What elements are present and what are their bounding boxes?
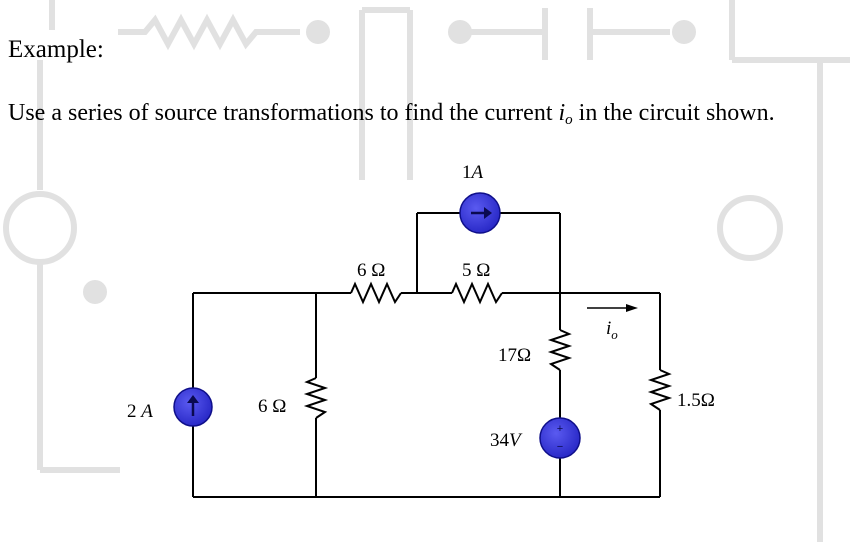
resistor-top-right	[451, 281, 503, 305]
label-resistor-middle: 17Ω	[498, 345, 531, 366]
label-resistor-left-shunt: 6 Ω	[258, 396, 286, 417]
problem-text-after: in the circuit shown.	[578, 100, 775, 126]
problem-statement: Use a series of source transformations t…	[8, 98, 832, 135]
current-arrow	[587, 304, 638, 312]
resistor-load	[647, 369, 673, 411]
resistor-middle	[547, 329, 573, 371]
label-voltage-source: 34V	[490, 430, 523, 451]
label-resistor-top-right: 5 Ω	[462, 260, 490, 281]
label-resistor-load: 1.5Ω	[677, 390, 715, 411]
current-variable: io	[558, 100, 573, 128]
problem-text-before: Use a series of source transformations t…	[8, 100, 553, 126]
svg-text:+: +	[557, 423, 563, 435]
current-source-left	[173, 387, 213, 427]
label-current: io	[606, 318, 618, 342]
resistor-top-left	[350, 281, 402, 305]
label-resistor-top-left: 6 Ω	[357, 260, 385, 281]
svg-text:−: −	[557, 441, 563, 453]
current-source-top	[459, 192, 501, 234]
label-source-top: 1A	[462, 162, 484, 183]
resistor-left-shunt	[303, 377, 329, 419]
label-source-left: 2 A	[127, 401, 153, 422]
voltage-source: + −	[539, 417, 581, 459]
circuit-wires	[192, 212, 661, 498]
example-heading: Example:	[8, 36, 104, 63]
